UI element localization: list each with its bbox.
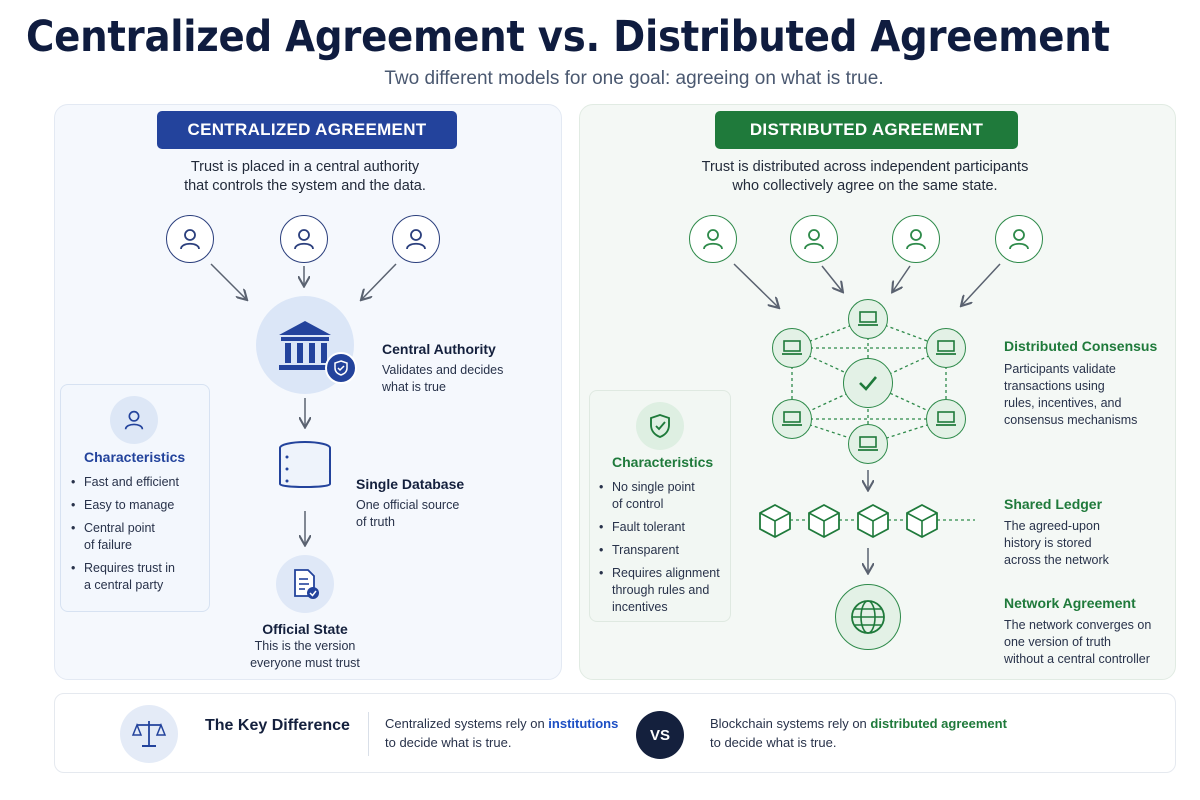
laptop-node-icon	[848, 299, 888, 339]
divider	[368, 712, 369, 756]
list-item: Fault tolerant	[599, 519, 729, 536]
distributed-summary: Blockchain systems rely on distributed a…	[710, 716, 1007, 750]
checkmark-icon	[843, 358, 893, 408]
user-icon	[892, 215, 940, 263]
user-icon	[790, 215, 838, 263]
block-icon	[904, 502, 940, 545]
document-check-icon	[276, 555, 334, 613]
network-agreement-label: Network Agreement The network converges …	[1004, 595, 1152, 666]
arrow-p3-to-network	[893, 265, 911, 291]
official-state-label: Official State This is the version every…	[250, 621, 360, 670]
shared-ledger-label: Shared Ledger The agreed-upon history is…	[1004, 496, 1109, 567]
globe-icon	[835, 584, 901, 650]
page-title: Centralized Agreement vs. Distributed Ag…	[26, 12, 1110, 62]
distributed-description: Trust is distributed across independent …	[701, 159, 1029, 194]
list-item: Fast and efficient	[71, 474, 207, 491]
user-icon	[166, 215, 214, 263]
arrow-p2-to-network	[821, 265, 842, 291]
user-icon	[392, 215, 440, 263]
centralized-summary: Centralized systems rely on institutions…	[385, 716, 619, 750]
user-icon	[689, 215, 737, 263]
arrow-user1-to-authority	[210, 263, 246, 299]
block-icon	[855, 502, 891, 545]
central-authority-label: Central Authority Validates and decides …	[382, 341, 504, 394]
centralized-badge: CENTRALIZED AGREEMENT	[157, 111, 457, 149]
distributed-badge: DISTRIBUTED AGREEMENT	[715, 111, 1018, 149]
user-icon	[280, 215, 328, 263]
laptop-node-icon	[772, 328, 812, 368]
characteristics-title: Characteristics	[612, 454, 714, 470]
laptop-node-icon	[848, 424, 888, 464]
distributed-consensus-label: Distributed Consensus Participants valid…	[1004, 338, 1158, 427]
characteristics-title: Characteristics	[84, 449, 186, 465]
centralized-description: Trust is placed in a central authority t…	[184, 159, 426, 194]
shield-check-icon	[636, 402, 684, 450]
block-icon	[806, 502, 842, 545]
block-icon	[757, 502, 793, 545]
laptop-node-icon	[772, 399, 812, 439]
key-difference-title: The Key Difference	[205, 717, 350, 734]
user-icon	[995, 215, 1043, 263]
vs-badge: VS	[636, 711, 684, 759]
list-item: Transparent	[599, 542, 729, 559]
page-subtitle: Two different models for one goal: agree…	[384, 68, 884, 89]
laptop-node-icon	[926, 399, 966, 439]
laptop-node-icon	[926, 328, 966, 368]
list-item: Requires trust ina central party	[71, 560, 207, 594]
user-icon	[110, 396, 158, 444]
list-item: Easy to manage	[71, 497, 207, 514]
arrow-p1-to-network	[733, 263, 778, 307]
single-database-label: Single Database One official source of t…	[356, 476, 465, 529]
arrow-user3-to-authority	[362, 263, 397, 299]
key-difference-bar	[54, 693, 1176, 773]
scales-icon	[120, 705, 178, 763]
database-icon	[277, 440, 333, 503]
arrow-p4-to-network	[962, 263, 1001, 305]
shield-check-icon	[325, 352, 357, 384]
centralized-characteristics-list: Fast and efficient Easy to manage Centra…	[71, 474, 207, 600]
